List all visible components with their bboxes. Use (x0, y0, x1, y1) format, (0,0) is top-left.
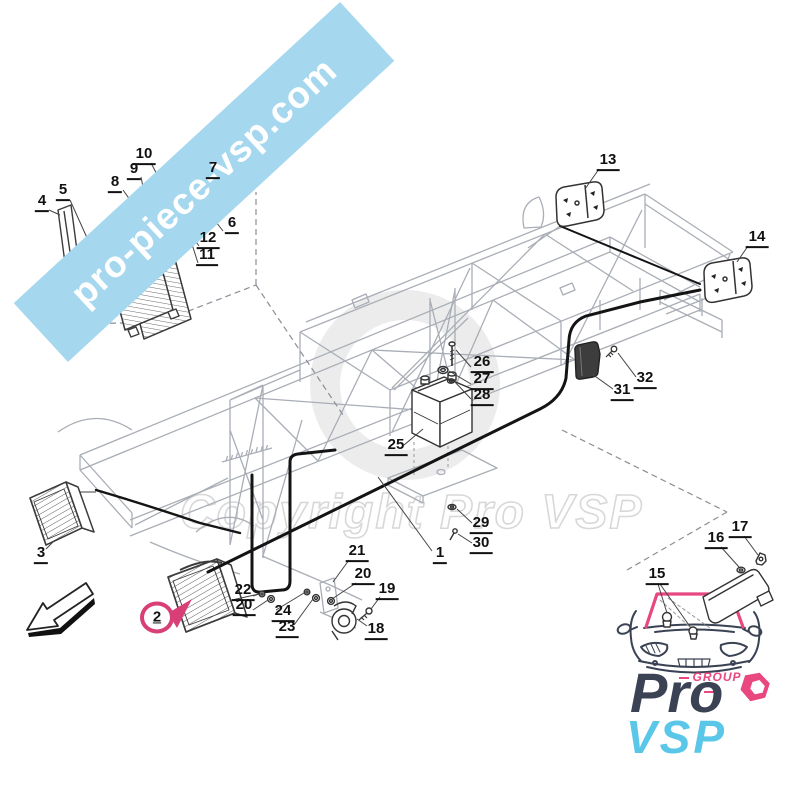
rear-lamps (555, 181, 753, 304)
highlight-arrow-icon (168, 599, 192, 628)
hex-nut-icon (740, 672, 770, 702)
leader-lines (45, 162, 759, 629)
wiring-harness (94, 225, 702, 594)
relay-module (574, 341, 618, 380)
watermark-text: Copyright Pro VSP (180, 486, 643, 539)
front-headlights (29, 481, 260, 633)
logo-group-label: GROUP (672, 670, 746, 698)
horn-and-fasteners (258, 588, 373, 641)
watermark-ring (310, 290, 500, 480)
direction-arrow-icon (26, 582, 95, 637)
logo-pro-text: Pro (630, 661, 724, 724)
car-front-inset (616, 552, 774, 674)
logo-vsp-text: VSP (626, 711, 728, 763)
